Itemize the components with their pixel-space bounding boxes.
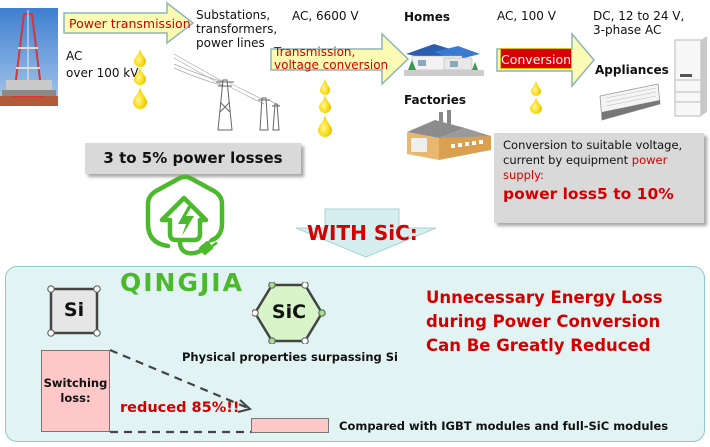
qingjia-brand-text: QINGJIA <box>120 268 244 297</box>
conversion-arrow: Conversion <box>496 32 596 88</box>
sic-benefits-panel <box>5 266 705 442</box>
switching-loss-line2: loss: <box>60 391 91 405</box>
factory-image <box>405 110 491 160</box>
substations-line: Substations, <box>196 8 271 22</box>
transmission-label-line2: voltage conversion <box>274 58 389 72</box>
refrigerator-image <box>674 36 708 118</box>
conversion-loss-line2-text: current by equipment <box>503 153 632 167</box>
sic-switching-loss-bar <box>251 418 329 433</box>
conversion-label: Conversion <box>500 48 572 69</box>
qingjia-logo-icon <box>140 174 230 266</box>
si-switching-loss-bar: Switching loss: <box>41 350 110 432</box>
homes-label: Homes <box>404 10 451 24</box>
air-conditioner-image <box>598 82 664 122</box>
transmission-arrow: Transmission, voltage conversion <box>270 32 410 87</box>
si-label: Si <box>63 299 85 321</box>
headline-line1: Unnecessary Energy Loss <box>426 288 663 307</box>
switching-loss-line1: Switching <box>43 376 108 390</box>
dc-line: DC, 12 to 24 V, <box>593 9 685 23</box>
conversion-loss-line1: Conversion to suitable voltage, <box>503 138 683 152</box>
comparison-note: Compared with IGBT modules and full-SiC … <box>339 419 669 433</box>
sic-crystal-icon: SiC <box>251 281 326 345</box>
transmission-loss-box: 3 to 5% power losses <box>85 143 301 174</box>
headline-line2: during Power Conversion <box>426 312 661 331</box>
ac-6600v-label: AC, 6600 V <box>292 9 359 23</box>
reduced-85-label: reduced 85%!! <box>120 400 240 416</box>
ac-100v-label: AC, 100 V <box>497 9 556 23</box>
conversion-loss-line2: current by equipment power <box>503 153 704 168</box>
voltage-line: over 100 kV <box>66 66 139 80</box>
power-transmission-arrow: Power transmission <box>63 1 195 45</box>
with-sic-down-arrow: WITH SiC: <box>295 208 437 258</box>
factories-label: Factories <box>404 93 466 107</box>
energy-drops-3 <box>528 80 544 114</box>
power-transmission-label: Power transmission <box>69 16 191 31</box>
transmission-label-line1: Transmission, <box>274 45 356 59</box>
sic-label: SiC <box>271 301 307 323</box>
house-image <box>404 42 484 76</box>
three-phase-line: 3-phase AC <box>593 23 662 37</box>
conversion-loss-line2-red: power <box>631 153 668 167</box>
ac-line: AC <box>66 49 83 63</box>
headline-line3: Can Be Greatly Reduced <box>426 336 651 355</box>
conversion-loss-big: power loss5 to 10% <box>503 185 674 203</box>
power-lines-line: power lines <box>196 36 265 50</box>
transformers-line: transformers, <box>196 22 278 36</box>
conversion-loss-box: Conversion to suitable voltage, current … <box>494 133 704 223</box>
dc-voltage-label: DC, 12 to 24 V, 3-phase AC <box>593 9 684 37</box>
transmission-loss-text: 3 to 5% power losses <box>103 149 283 167</box>
appliances-label: Appliances <box>595 63 669 77</box>
with-sic-label: WITH SiC: <box>307 221 418 245</box>
energy-drops-2 <box>313 78 337 140</box>
oil-rig-image <box>0 8 58 106</box>
si-crystal-icon: Si <box>44 283 104 339</box>
headline: Unnecessary Energy Loss during Power Con… <box>426 286 663 358</box>
reduction-dashed-lines <box>109 348 253 434</box>
substations-label: Substations, transformers, power lines <box>196 8 277 50</box>
power-lines-image <box>172 52 282 132</box>
energy-drops-1 <box>128 48 152 112</box>
conversion-loss-line3: supply: <box>503 168 544 182</box>
sic-caption: Physical properties surpassing Si <box>182 350 398 364</box>
ac-over-100kv-label: AC over 100 kV <box>66 49 138 80</box>
